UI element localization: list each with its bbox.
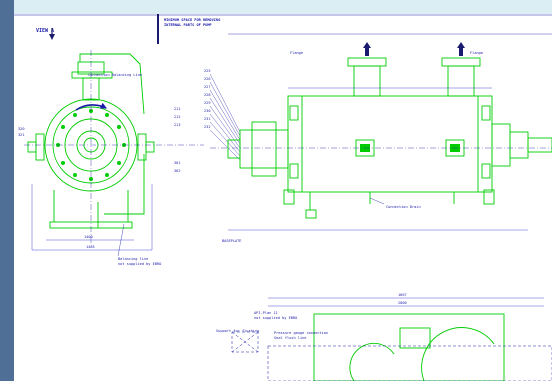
- svg-text:231: 231: [204, 117, 211, 121]
- drain-note: Connection Drain: [386, 205, 421, 209]
- support-note: Support for flushing: [216, 329, 259, 333]
- top-note-2: INTERNAL PARTS OF PUMP: [164, 23, 212, 27]
- balancing-line-label: Balancing line: [118, 257, 148, 261]
- view-label: VIEW A: [36, 28, 54, 34]
- baseplate-note: BASEPLATE: [222, 239, 241, 243]
- dim-1: 1400: [84, 235, 93, 239]
- svg-text:227: 227: [204, 85, 211, 89]
- flange-note-right: Flange: [470, 51, 483, 55]
- pressure-gauge-label: Pressure gauge connection: [274, 331, 328, 335]
- dim-3: 1667: [398, 293, 407, 297]
- svg-text:320: 320: [18, 127, 25, 131]
- left-toolbar[interactable]: [0, 0, 14, 381]
- nozzle-markers: [363, 42, 465, 56]
- svg-text:225: 225: [204, 69, 211, 73]
- balancing-line-note: not supplied by EBRO: [118, 262, 161, 266]
- dim-4: 2000: [398, 301, 407, 305]
- left-callouts: 320 321 211 212 213 361 362: [18, 107, 181, 173]
- svg-text:213: 213: [174, 123, 181, 127]
- leader-lines: [209, 73, 241, 161]
- svg-text:228: 228: [204, 93, 211, 97]
- connection-balancing-note: Connection Balancing Line: [88, 73, 142, 77]
- svg-text:232: 232: [204, 125, 211, 129]
- svg-text:229: 229: [204, 101, 211, 105]
- pressure-gauge-note: Seal flush line: [274, 336, 306, 340]
- svg-text:230: 230: [204, 109, 211, 113]
- svg-text:211: 211: [174, 107, 181, 111]
- lower-view: [313, 313, 505, 381]
- top-note-1: MINIMUM SPACE FOR REMOVING: [164, 18, 220, 22]
- svg-text:362: 362: [174, 169, 181, 173]
- engineering-drawing: VIEW A MINIMUM SPACE FOR REMOVING INTERN…: [14, 14, 552, 381]
- dim-2: 1485: [86, 245, 95, 249]
- api-plan-note: not supplied by EBRO: [254, 316, 297, 320]
- svg-text:226: 226: [204, 77, 211, 81]
- drawing-canvas[interactable]: VIEW A MINIMUM SPACE FOR REMOVING INTERN…: [14, 14, 552, 381]
- lower-dashed: [231, 331, 552, 381]
- flange-note-left: Flange: [290, 51, 303, 55]
- svg-text:212: 212: [174, 115, 181, 119]
- middle-callouts: 225 226 227 228 229 230 231 232: [204, 69, 211, 129]
- pump-side-view: [227, 57, 552, 219]
- svg-text:361: 361: [174, 161, 181, 165]
- api-plan-label: API-Plan 11: [254, 311, 278, 315]
- svg-text:321: 321: [18, 133, 25, 137]
